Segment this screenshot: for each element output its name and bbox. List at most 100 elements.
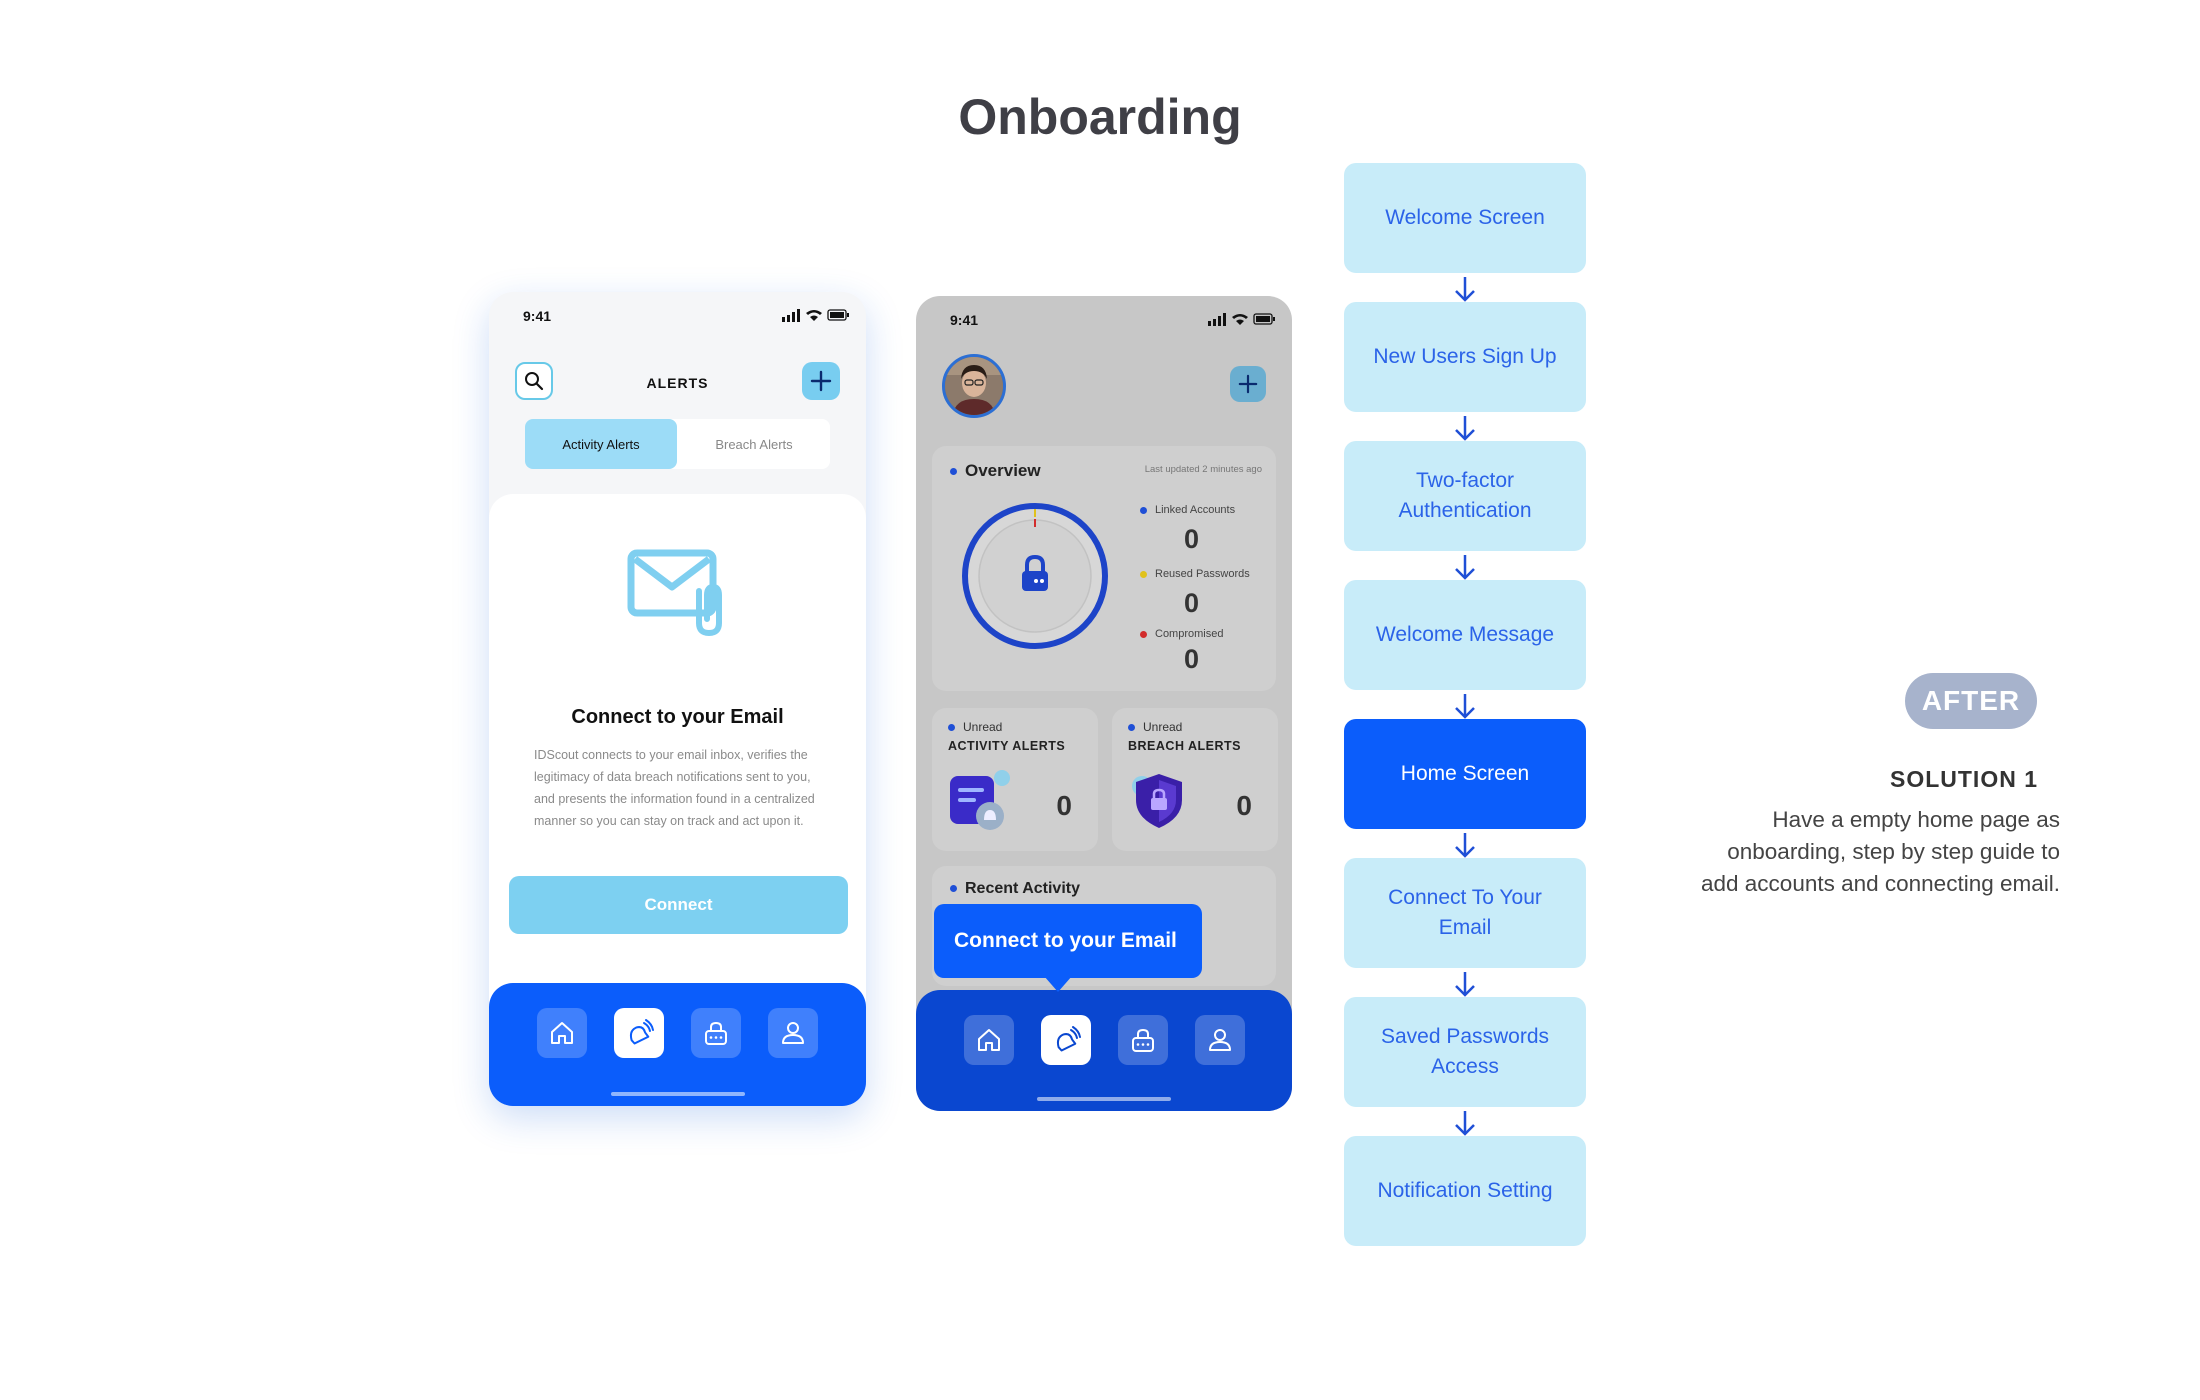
status-time: 9:41 bbox=[950, 312, 979, 328]
flow-step-two-factor: Two-factor Authentication bbox=[1344, 441, 1586, 551]
profile-icon bbox=[1209, 1029, 1231, 1051]
alerts-screen-mockup: 9:41 ALERTS Activity Alerts Breach Alert… bbox=[489, 292, 866, 1106]
overview-title: Overview bbox=[950, 461, 1041, 481]
activity-alerts-card[interactable]: Unread ACTIVITY ALERTS 0 bbox=[932, 708, 1098, 851]
flow-step-home-screen: Home Screen bbox=[1344, 719, 1586, 829]
status-dot bbox=[1140, 630, 1147, 638]
activity-alert-icon bbox=[950, 770, 1010, 830]
status-bar: 9:41 bbox=[489, 292, 866, 338]
status-icons bbox=[782, 309, 849, 322]
unread-text: Unread bbox=[1143, 720, 1183, 734]
card-description: IDScout connects to your email inbox, ve… bbox=[534, 748, 815, 828]
overview-panel: Overview Last updated 2 minutes ago Link… bbox=[932, 446, 1276, 691]
plus-icon bbox=[1238, 374, 1258, 394]
nav-profile[interactable] bbox=[1195, 1015, 1245, 1065]
status-icons bbox=[1208, 313, 1275, 326]
down-arrow-icon bbox=[1455, 694, 1475, 719]
last-updated: Last updated 2 minutes ago bbox=[1144, 464, 1262, 475]
stat-linked-accounts-value: 0 bbox=[1184, 524, 1200, 554]
bullet-dot bbox=[950, 468, 957, 476]
flow-step-welcome-screen: Welcome Screen bbox=[1344, 163, 1586, 273]
unread-label: Unread bbox=[948, 720, 1002, 734]
home-screen-mockup: 9:41 Overview Last updated 2 minutes ago bbox=[916, 296, 1292, 1111]
nav-profile[interactable] bbox=[768, 1008, 818, 1058]
down-arrow-icon bbox=[1455, 972, 1475, 997]
connect-email-card: Connect to your Email IDScout connects t… bbox=[489, 494, 866, 1054]
status-dot bbox=[1140, 506, 1147, 514]
home-indicator bbox=[1037, 1097, 1171, 1101]
bullet-dot bbox=[948, 724, 955, 732]
flow-step-notification-setting: Notification Setting bbox=[1344, 1136, 1586, 1246]
nav-home[interactable] bbox=[964, 1015, 1014, 1065]
vault-icon bbox=[1132, 1028, 1154, 1052]
add-button[interactable] bbox=[802, 362, 840, 400]
page-title: Onboarding bbox=[958, 89, 1242, 145]
bullet-dot bbox=[950, 885, 957, 893]
stat-reused-passwords-value: 0 bbox=[1184, 588, 1200, 618]
security-gauge bbox=[962, 503, 1108, 649]
vault-icon bbox=[705, 1021, 727, 1045]
flow-step-welcome-message: Welcome Message bbox=[1344, 580, 1586, 690]
onboarding-tooltip[interactable]: Connect to your Email bbox=[934, 904, 1202, 978]
email-attachment-icon bbox=[627, 549, 722, 637]
unread-text: Unread bbox=[963, 720, 1003, 734]
stat-compromised-label: Compromised bbox=[1140, 628, 1223, 640]
tab-breach-alerts[interactable]: Breach Alerts bbox=[715, 436, 793, 452]
lock-icon bbox=[1022, 554, 1048, 591]
status-dot bbox=[1140, 570, 1147, 578]
status-bar: 9:41 bbox=[916, 296, 1292, 342]
home-icon bbox=[551, 1022, 573, 1044]
nav-home[interactable] bbox=[537, 1008, 587, 1058]
alerts-icon bbox=[1056, 1026, 1081, 1052]
down-arrow-icon bbox=[1455, 555, 1475, 580]
stat-label-text: Linked Accounts bbox=[1155, 504, 1236, 516]
bottom-nav bbox=[489, 983, 866, 1106]
solution-description: Have a empty home page as onboarding, st… bbox=[1701, 807, 2060, 896]
breach-alerts-title: BREACH ALERTS bbox=[1128, 739, 1241, 753]
user-photo bbox=[945, 357, 1003, 415]
tab-activity-alerts[interactable]: Activity Alerts bbox=[525, 419, 677, 469]
alerts-tabs: Activity Alerts Breach Alerts bbox=[525, 419, 830, 469]
unread-label: Unread bbox=[1128, 720, 1182, 734]
stat-linked-accounts-label: Linked Accounts bbox=[1140, 504, 1235, 516]
activity-alerts-title: ACTIVITY ALERTS bbox=[948, 739, 1066, 753]
flow-step-saved-passwords: Saved Passwords Access bbox=[1344, 997, 1586, 1107]
connect-button[interactable]: Connect bbox=[509, 876, 848, 934]
search-button[interactable] bbox=[515, 362, 553, 400]
activity-alerts-count: 0 bbox=[1056, 790, 1072, 821]
after-badge: AFTER bbox=[1905, 673, 2037, 729]
recent-activity-text: Recent Activity bbox=[965, 880, 1080, 897]
profile-icon bbox=[782, 1022, 804, 1044]
stat-label-text: Reused Passwords bbox=[1155, 568, 1250, 580]
solution-title: SOLUTION 1 bbox=[1889, 766, 2038, 792]
breach-alerts-count: 0 bbox=[1236, 790, 1252, 821]
nav-alerts[interactable] bbox=[614, 1008, 664, 1058]
recent-activity-title: Recent Activity bbox=[950, 880, 1080, 898]
add-button[interactable] bbox=[1230, 366, 1266, 402]
overview-title-text: Overview bbox=[965, 461, 1041, 480]
flow-step-connect-email: Connect To Your Email bbox=[1344, 858, 1586, 968]
search-icon bbox=[525, 372, 544, 391]
stat-label-text: Compromised bbox=[1155, 628, 1224, 640]
down-arrow-icon bbox=[1455, 833, 1475, 858]
breach-alerts-card[interactable]: Unread BREACH ALERTS 0 bbox=[1112, 708, 1278, 851]
bottom-nav bbox=[916, 990, 1292, 1111]
plus-icon bbox=[810, 370, 832, 392]
flow-step-sign-up: New Users Sign Up bbox=[1344, 302, 1586, 412]
home-icon bbox=[978, 1029, 1000, 1051]
card-heading: Connect to your Email bbox=[571, 706, 784, 728]
status-time: 9:41 bbox=[523, 308, 552, 324]
stat-reused-passwords-label: Reused Passwords bbox=[1140, 568, 1250, 580]
down-arrow-icon bbox=[1455, 277, 1475, 302]
avatar[interactable] bbox=[942, 354, 1006, 418]
screen-title: ALERTS bbox=[646, 375, 709, 391]
nav-vault[interactable] bbox=[691, 1008, 741, 1058]
shield-icon bbox=[1132, 774, 1182, 828]
nav-vault[interactable] bbox=[1118, 1015, 1168, 1065]
alerts-icon bbox=[629, 1019, 654, 1045]
down-arrow-icon bbox=[1455, 1111, 1475, 1136]
bullet-dot bbox=[1128, 724, 1135, 732]
nav-alerts[interactable] bbox=[1041, 1015, 1091, 1065]
home-indicator bbox=[610, 1092, 745, 1096]
tooltip-arrow bbox=[1044, 976, 1072, 992]
